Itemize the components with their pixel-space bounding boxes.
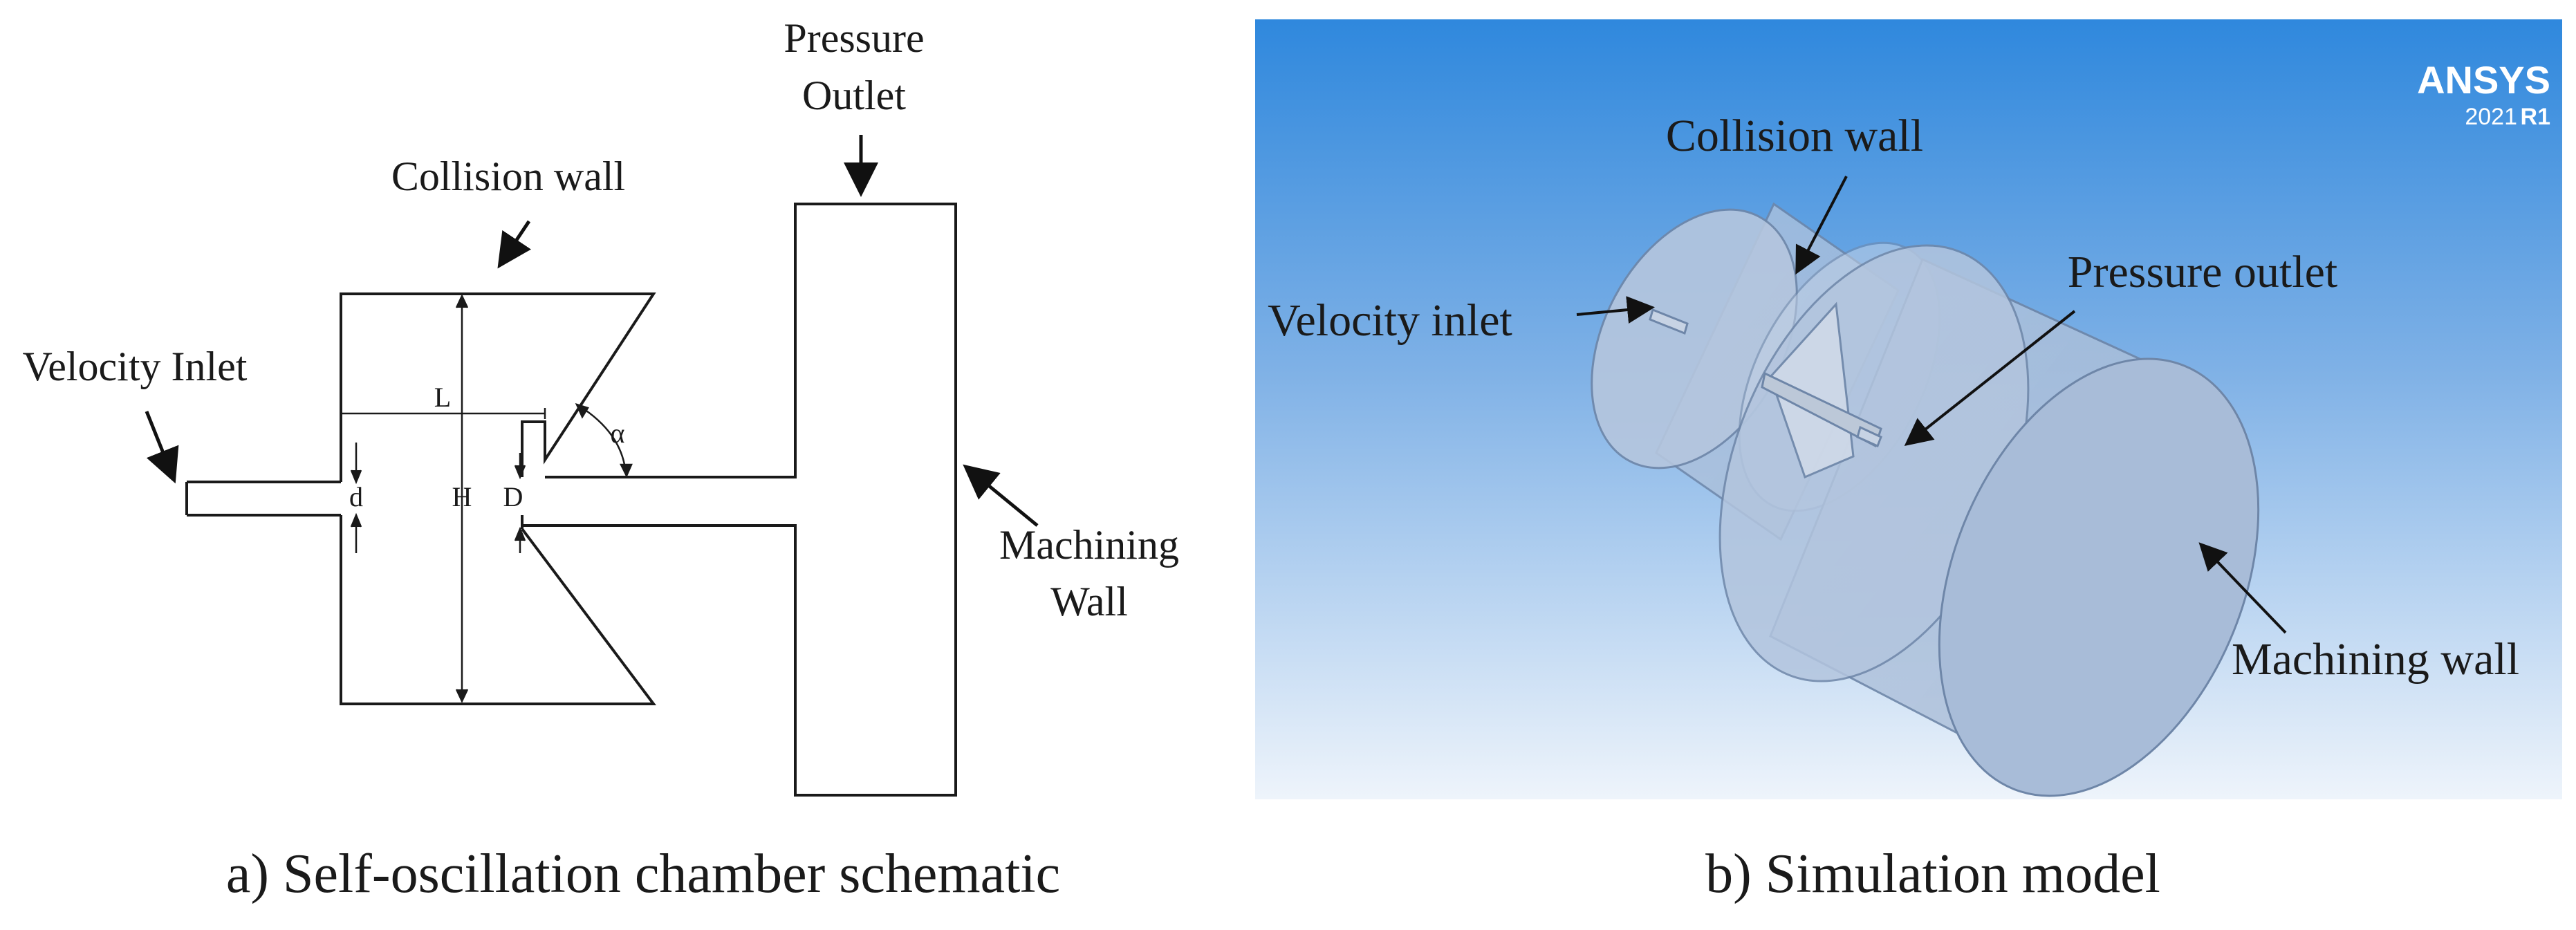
label-machining-wall-line1: Machining <box>999 522 1179 568</box>
machining-cylinder <box>1718 244 2260 797</box>
label-machining-wall-line2: Wall <box>1050 579 1128 624</box>
panel-b-simulation: ANSYS 2021 R1 <box>1255 19 2562 799</box>
outlet-stub <box>1856 425 1882 448</box>
label-pressure-outlet-b: Pressure outlet <box>2068 247 2337 297</box>
label-pressure-outlet-line1: Pressure <box>784 15 924 61</box>
ansys-version-release: R1 <box>2521 104 2550 130</box>
label-velocity-inlet: Velocity Inlet <box>23 344 248 389</box>
dim-d-label: d <box>349 481 363 512</box>
chamber-outline <box>340 292 657 705</box>
label-pressure-outlet-line2: Outlet <box>802 73 906 118</box>
label-velocity-inlet-b: Velocity inlet <box>1268 295 1512 346</box>
panel-a-leaders <box>145 135 1039 527</box>
label-collision-wall-b: Collision wall <box>1666 111 1923 161</box>
inlet-pipe <box>185 481 341 517</box>
arrow-pressure-outlet-b <box>1904 310 2076 446</box>
panel-b-leaders <box>1576 176 2287 634</box>
arrow-machining-wall <box>963 464 1039 527</box>
dimension-lines <box>340 294 633 703</box>
dim-alpha-label: α <box>611 418 625 449</box>
label-collision-wall: Collision wall <box>391 154 625 199</box>
nozzle-lip-top <box>521 420 546 477</box>
dim-L-label: L <box>434 382 451 413</box>
arrow-collision-wall <box>497 220 531 269</box>
panel-a-schematic <box>185 203 957 797</box>
nozzle-cone <box>1761 301 1882 479</box>
dim-H-label: H <box>452 481 472 512</box>
outlet-channel <box>522 203 957 797</box>
label-machining-wall-b: Machining wall <box>2232 634 2519 685</box>
dim-D-label: D <box>503 481 523 512</box>
arrow-machining-wall-b <box>2198 542 2287 634</box>
arrow-velocity-inlet-b <box>1576 296 1655 324</box>
ansys-version-year: 2021 <box>2465 104 2517 130</box>
arrow-collision-wall-b <box>1795 176 1848 275</box>
ansys-logo: ANSYS <box>2417 58 2550 102</box>
arrow-velocity-inlet <box>145 411 179 484</box>
caption-a: a) Self-oscillation chamber schematic <box>226 844 1060 904</box>
caption-b: b) Simulation model <box>1705 844 2160 904</box>
